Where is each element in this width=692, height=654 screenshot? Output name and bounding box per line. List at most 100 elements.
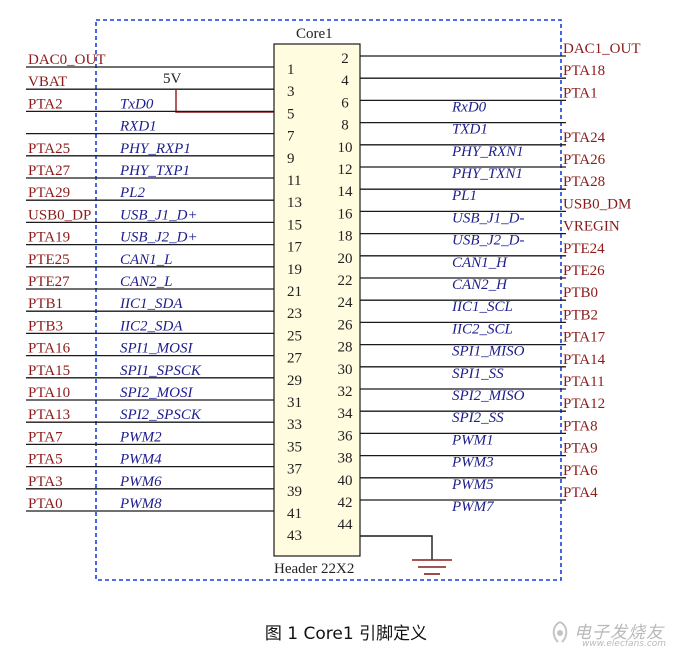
signal-label-right: CAN2_H [452,277,508,293]
pin-number: 22 [338,273,353,289]
net-label-right: PTB0 [563,285,598,301]
net-label-right: PTA1 [563,85,598,101]
signal-label-right: PL1 [451,188,477,204]
net-label-left: PTA10 [28,385,70,401]
pin-number: 33 [287,417,302,433]
net-label-left: PTE25 [28,252,70,268]
signal-label-right: SPI1_MISO [452,344,525,360]
signal-label-right: PWM5 [451,477,494,493]
pin-number: 12 [338,162,353,178]
net-label-right: PTA14 [563,352,606,368]
net-label-right: PTA4 [563,485,598,501]
pin-number: 1 [287,62,295,78]
signal-label-left: RXD1 [119,119,157,135]
pin-number: 18 [338,229,353,245]
net-label-right: PTA26 [563,152,606,168]
net-label-left: PTA16 [28,341,71,357]
signal-label-left: PWM2 [119,429,162,445]
pin-number: 5 [287,106,295,122]
header-body [273,43,361,557]
pin-number: 34 [338,406,354,422]
signal-label-left: PWM4 [119,452,162,468]
signal-label-right: IIC2_SCL [451,321,513,337]
pin-number: 16 [338,206,354,222]
signal-label-left: SPI2_SPSCK [120,407,202,423]
power-label: 5V [163,71,182,87]
signal-label-left: IIC2_SDA [119,318,183,334]
pin-number: 3 [287,84,295,100]
pin-number: 8 [341,118,349,134]
pin-number: 28 [338,340,353,356]
net-label-left: PTA25 [28,141,70,157]
pin-number: 15 [287,217,302,233]
signal-label-left: SPI1_MOSI [120,341,193,357]
signal-label-left: CAN1_L [120,252,173,268]
signal-label-right: PWM1 [451,432,494,448]
signal-label-right: IIC1_SCL [451,299,513,315]
pin-number: 7 [287,129,295,145]
pin-number: 21 [287,284,302,300]
watermark-logo-icon [552,621,568,643]
net-label-right: PTB2 [563,307,598,323]
pin-number: 4 [341,73,349,89]
signal-label-left: PHY_RXP1 [119,141,191,157]
pin-number: 29 [287,373,302,389]
pin-number: 30 [338,362,353,378]
pin-number: 32 [338,384,353,400]
signal-label-right: CAN1_H [452,255,508,271]
watermark-url-text: www.elecfans.com [582,639,667,649]
signal-label-right: RxD0 [451,99,487,115]
pin-number: 44 [338,517,354,533]
net-label-right: PTA28 [563,174,605,190]
net-label-left: PTA29 [28,185,70,201]
signal-label-right: SPI2_MISO [452,388,525,404]
pin-number: 36 [338,428,354,444]
signal-label-right: USB_J1_D- [452,210,524,226]
watermark-cn-text: 电子发烧友 [574,623,664,643]
net-label-left: PTA7 [28,429,63,445]
net-label-left: PTA0 [28,496,63,512]
pin-number: 37 [287,462,303,478]
net-label-right: PTA17 [563,330,606,346]
pin-number: 19 [287,262,302,278]
signal-label-left: SPI1_SPSCK [120,363,202,379]
power-stub-wire [175,90,274,113]
net-label-left: PTB3 [28,318,63,334]
signal-label-right: SPI2_SS [452,410,504,426]
signal-label-right: SPI1_SS [452,366,504,382]
pin-number: 6 [341,95,349,111]
pin-number: 43 [287,528,302,544]
net-label-right: PTA18 [563,63,605,79]
ground-symbol [360,535,452,575]
pin-number: 42 [338,495,353,511]
pin-number: 14 [338,184,354,200]
net-label-right: PTA6 [563,463,598,479]
net-label-right: PTA12 [563,396,605,412]
signal-label-right: PWM3 [451,455,494,471]
net-label-right: PTA24 [563,130,606,146]
signal-label-right: TXD1 [452,122,488,138]
signal-label-right: PHY_TXN1 [451,166,523,182]
net-label-right: DAC1_OUT [563,41,641,57]
net-label-left: DAC0_OUT [28,52,106,68]
pin-number: 17 [287,240,303,256]
signal-label-left: USB_J1_D+ [120,207,198,223]
net-label-left: PTA27 [28,163,71,179]
net-label-left: PTA15 [28,363,70,379]
net-label-left: USB0_DP [28,207,91,223]
net-label-right: PTE26 [563,263,605,279]
net-label-right: USB0_DM [563,196,631,212]
net-label-left: PTA3 [28,474,63,490]
pin-number: 41 [287,506,302,522]
signal-label-left: PL2 [119,185,146,201]
net-label-right: VREGIN [563,219,620,235]
signal-label-right: USB_J2_D- [452,233,524,249]
net-label-left: VBAT [28,74,67,90]
pin-number: 24 [338,295,354,311]
signal-label-left: USB_J2_D+ [120,230,198,246]
net-label-left: PTB1 [28,296,63,312]
pin-number: 31 [287,395,302,411]
signal-label-left: IIC1_SDA [119,296,183,312]
net-label-left: PTA2 [28,96,63,112]
